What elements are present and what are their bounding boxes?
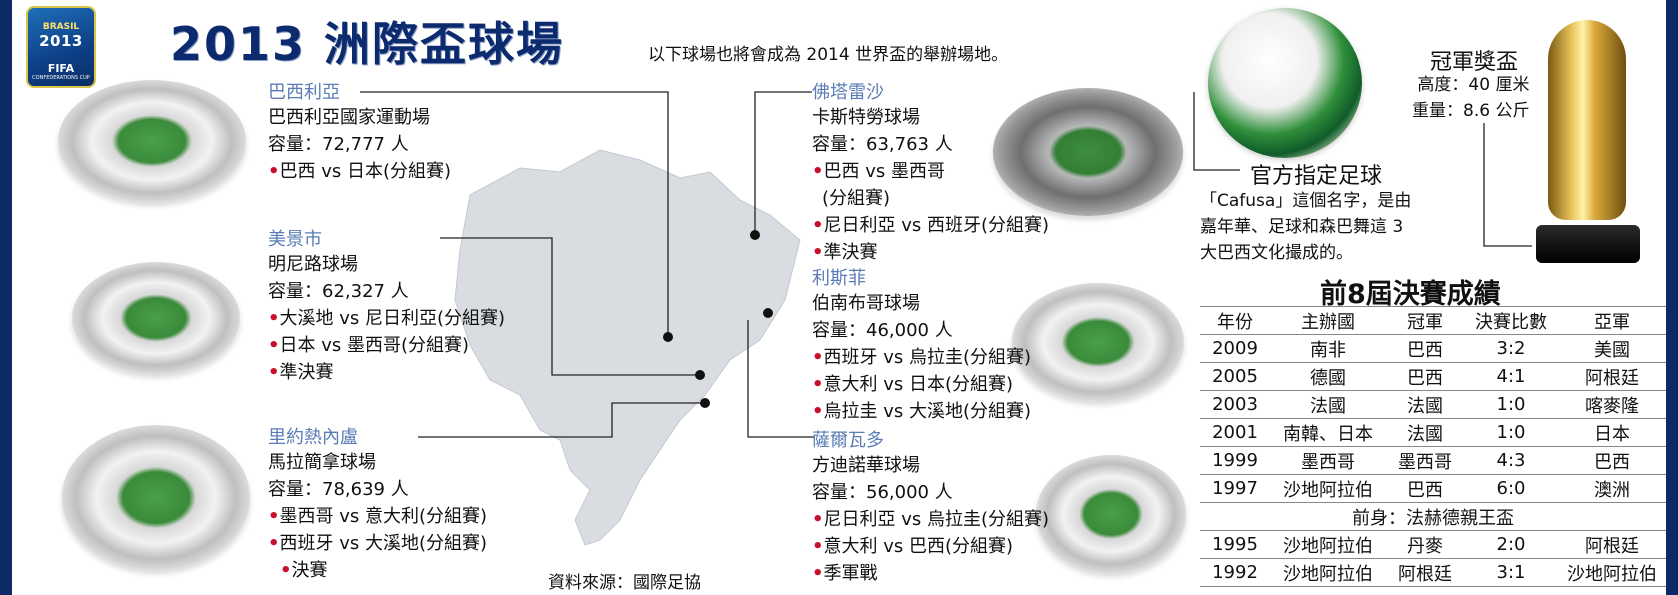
logo-text-fifa: FIFA [47, 62, 75, 75]
stadium-capacity: 容量：63,763 人 [812, 134, 953, 155]
col-header: 亞軍 [1558, 306, 1666, 335]
table-separator-row: 前身：法赫德親王盃 [1200, 502, 1666, 531]
stadium-name: 伯南布哥球場 [812, 293, 920, 314]
stadium-block-recife: 利斯菲 伯南布哥球場 容量：46,000 人 •西班牙 vs 烏拉圭(分組賽) … [812, 264, 1031, 425]
left-frame-bar [0, 0, 12, 595]
logo-text-year: 2013 [39, 32, 83, 50]
trophy-image [1548, 20, 1626, 220]
stadium-capacity: 容量：56,000 人 [812, 482, 953, 503]
salvador-stadium-image [1036, 455, 1186, 573]
ball-desc-line: 大巴西文化撮成的。 [1200, 243, 1353, 263]
match-item: •大溪地 vs 尼日利亞(分組賽) [268, 308, 506, 329]
belo-horizonte-stadium-image [72, 262, 240, 374]
stadium-capacity: 容量：78,639 人 [268, 479, 409, 500]
trophy-weight: 重量：8.6 公斤 [1412, 101, 1530, 121]
trophy-height: 高度：40 厘米 [1417, 75, 1530, 95]
city-label: 利斯菲 [812, 268, 866, 289]
brasilia-stadium-image [58, 80, 246, 202]
rio-stadium-image [62, 425, 250, 570]
col-header: 決賽比數 [1464, 306, 1558, 335]
results-title: 前8屆決賽成績 [1320, 279, 1501, 310]
match-item: •意大利 vs 日本(分組賽) [812, 374, 1014, 395]
match-item: •西班牙 vs 大溪地(分組賽) [268, 533, 488, 554]
city-label: 佛塔雷沙 [812, 82, 884, 103]
ball-description: 「Cafusa」這個名字，是由 嘉年華、足球和森巴舞這 3 大巴西文化撮成的。 [1200, 188, 1411, 266]
match-item: •準決賽 [268, 362, 334, 383]
match-item: •巴西 vs 日本(分組賽) [268, 161, 452, 182]
city-label: 美景市 [268, 229, 322, 250]
stadium-name: 卡斯特勞球場 [812, 107, 920, 128]
stadium-block-belo-horizonte: 美景市 明尼路球場 容量：62,327 人 •大溪地 vs 尼日利亞(分組賽) … [268, 225, 505, 386]
logo-text-brasil: BRASIL [42, 22, 80, 32]
col-header: 主辦國 [1270, 306, 1386, 335]
ball-desc-line: 「Cafusa」這個名字，是由 [1200, 191, 1412, 211]
match-item: •墨西哥 vs 意大利(分組賽) [268, 506, 488, 527]
stadium-capacity: 容量：46,000 人 [812, 320, 953, 341]
page-subtitle: 以下球場也將會成為 2014 世界盃的舉辦場地。 [648, 45, 1009, 65]
col-header: 年份 [1200, 306, 1270, 335]
stadium-block-brasilia: 巴西利亞 巴西利亞國家運動場 容量：72,777 人 •巴西 vs 日本(分組賽… [268, 78, 451, 185]
trophy-specs: 高度：40 厘米 重量：8.6 公斤 [1412, 72, 1529, 124]
ball-label: 官方指定足球 [1250, 164, 1383, 189]
col-header: 冠軍 [1386, 306, 1464, 335]
official-ball-image [1208, 8, 1362, 158]
trophy-base-image [1536, 225, 1640, 263]
match-item: •意大利 vs 巴西(分組賽) [812, 536, 1014, 557]
logo-text-cup: CONFEDERATIONS CUP [32, 75, 90, 81]
stadium-name: 方迪諾華球場 [812, 455, 920, 476]
right-frame-bar [1666, 0, 1678, 595]
match-item: •日本 vs 墨西哥(分組賽) [268, 335, 470, 356]
city-label: 巴西利亞 [268, 82, 340, 103]
stadium-capacity: 容量：72,777 人 [268, 134, 409, 155]
ball-desc-line: 嘉年華、足球和森巴舞這 3 [1200, 217, 1404, 237]
match-item: •季軍戰 [812, 563, 878, 584]
stadium-name: 明尼路球場 [268, 254, 358, 275]
match-item: •決賽 [280, 560, 328, 581]
trophy-label: 冠軍獎盃 [1430, 50, 1519, 75]
city-label: 薩爾瓦多 [812, 430, 884, 451]
match-item: •尼日利亞 vs 烏拉圭(分組賽) [812, 509, 1050, 530]
stadium-block-salvador: 薩爾瓦多 方迪諾華球場 容量：56,000 人 •尼日利亞 vs 烏拉圭(分組賽… [812, 426, 1049, 587]
fortaleza-stadium-image [993, 88, 1183, 216]
match-item: •巴西 vs 墨西哥 [812, 161, 945, 182]
brazil-map-shape [454, 149, 801, 546]
confed-cup-logo: BRASIL 2013 FIFA CONFEDERATIONS CUP [26, 6, 96, 88]
source-note: 資料來源：國際足協 [548, 573, 701, 593]
stadium-block-rio: 里約熱內盧 馬拉簡拿球場 容量：78,639 人 •墨西哥 vs 意大利(分組賽… [268, 423, 487, 584]
stadium-block-fortaleza: 佛塔雷沙 卡斯特勞球場 容量：63,763 人 •巴西 vs 墨西哥 (分組賽)… [812, 78, 1049, 266]
match-item: •準決賽 [812, 242, 878, 263]
table-header-row: 年份 主辦國 冠軍 決賽比數 亞軍 [1200, 306, 1666, 335]
stadium-name: 馬拉簡拿球場 [268, 452, 376, 473]
match-item: •尼日利亞 vs 西班牙(分組賽) [812, 215, 1050, 236]
match-item-continued: (分組賽) [822, 188, 891, 209]
match-item: •烏拉圭 vs 大溪地(分組賽) [812, 401, 1032, 422]
recife-stadium-image [1012, 283, 1184, 401]
stadium-name: 巴西利亞國家運動場 [268, 107, 430, 128]
city-label: 里約熱內盧 [268, 427, 358, 448]
page-title: 2013 洲際盃球場 [170, 17, 565, 71]
match-item: •西班牙 vs 烏拉圭(分組賽) [812, 347, 1032, 368]
stadium-capacity: 容量：62,327 人 [268, 281, 409, 302]
